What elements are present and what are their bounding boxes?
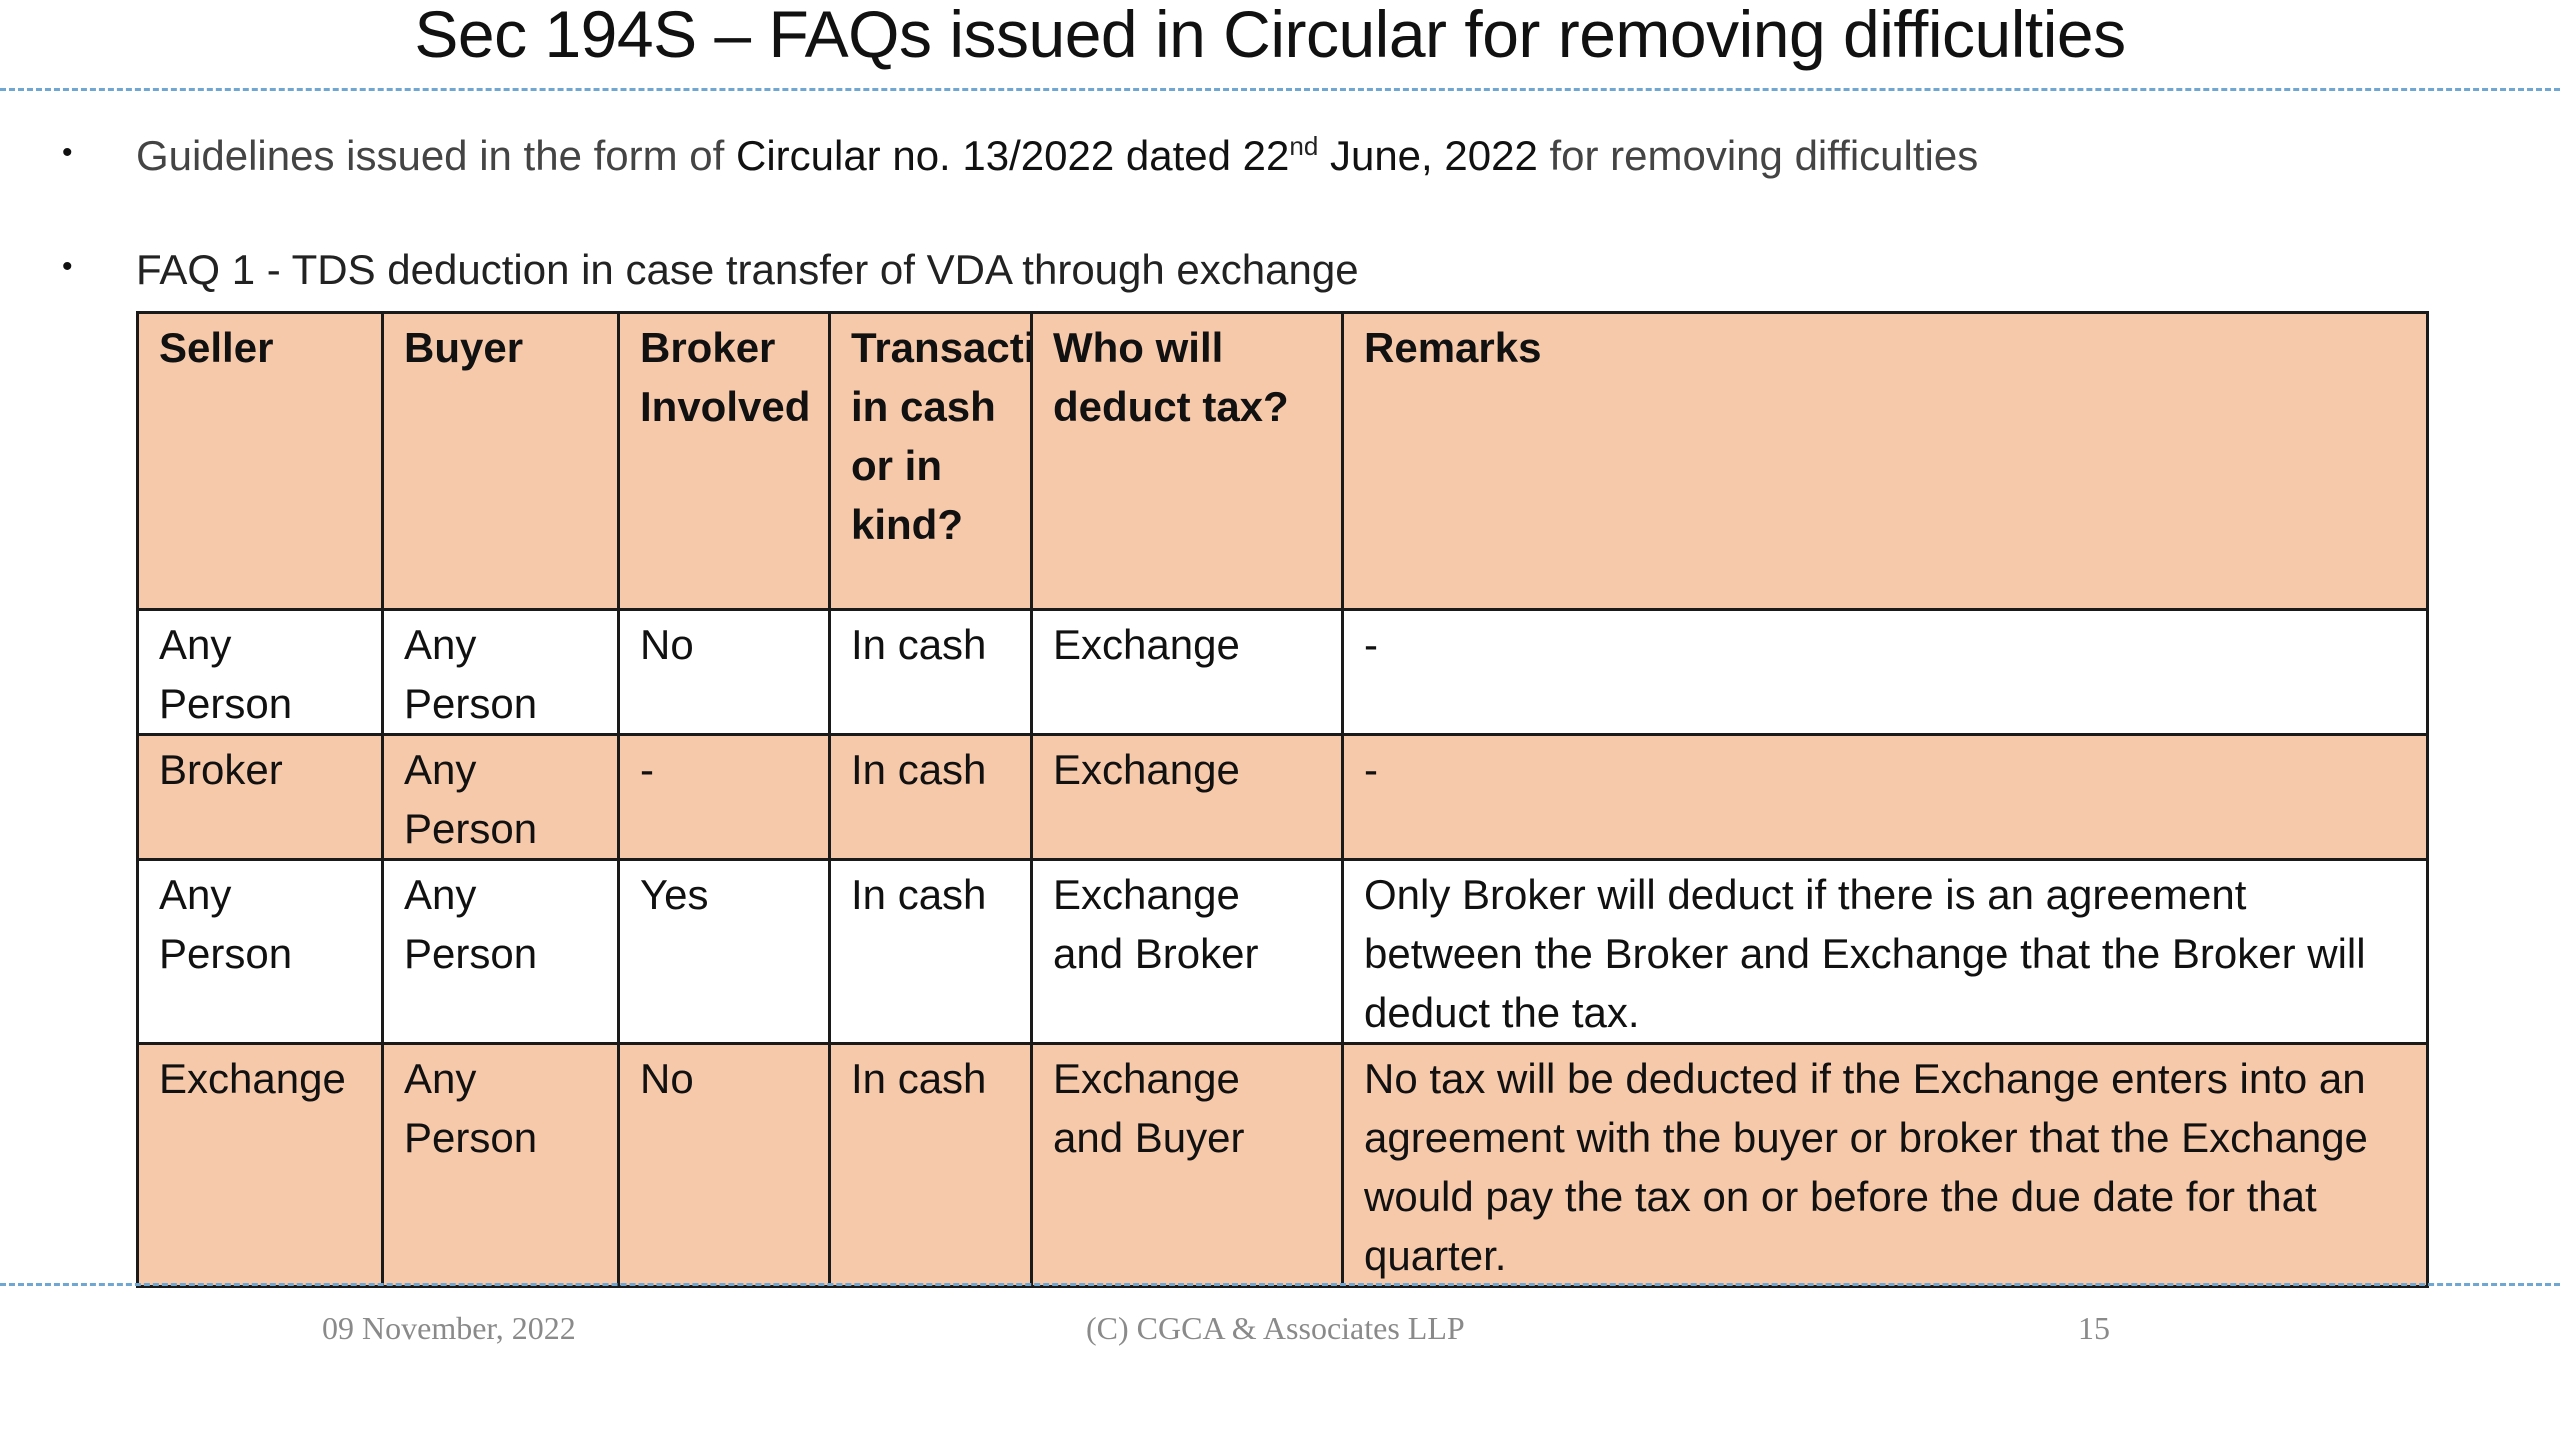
cell-who-deducts: Exchange (1030, 733, 1344, 861)
cell-who-deducts: Exchange and Broker (1030, 858, 1344, 1045)
cell-buyer: Any Person (381, 858, 620, 1045)
circular-date: June, 2022 (1318, 132, 1538, 179)
footer-date: 09 November, 2022 (322, 1310, 576, 1346)
cell-transaction-type: In cash (828, 608, 1033, 736)
guidelines-prefix: Guidelines issued in the form of (136, 132, 736, 179)
cell-remarks: - (1341, 733, 2429, 861)
table-row: Any Person Any Person Yes In cash Exchan… (136, 858, 2429, 1045)
footer-page-number: 15 (2078, 1310, 2110, 1346)
header-seller: Seller (136, 311, 384, 611)
cell-buyer: Any Person (381, 1042, 620, 1288)
table-row: Exchange Any Person No In cash Exchange … (136, 1042, 2429, 1288)
cell-remarks: No tax will be deducted if the Exchange … (1341, 1042, 2429, 1288)
faq-table: Seller Buyer Broker Involved Transaction… (136, 311, 2429, 1288)
circular-ref: Circular no. 13/2022 dated 22 (735, 132, 1290, 179)
date-ordinal: nd (1289, 131, 1319, 161)
table-row: Any Person Any Person No In cash Exchang… (136, 608, 2429, 736)
cell-buyer: Any Person (381, 733, 620, 861)
cell-transaction-type: In cash (828, 858, 1033, 1045)
cell-transaction-type: In cash (828, 1042, 1033, 1288)
cell-seller: Any Person (136, 608, 384, 736)
header-broker-involved: Broker Involved (617, 311, 831, 611)
bullet-glyph: • (62, 250, 73, 283)
guidelines-suffix: for removing difficulties (1537, 132, 1979, 179)
cell-transaction-type: In cash (828, 733, 1033, 861)
table-row: Broker Any Person - In cash Exchange - (136, 733, 2429, 861)
cell-broker-involved: - (617, 733, 831, 861)
cell-buyer: Any Person (381, 608, 620, 736)
cell-seller: Exchange (136, 1042, 384, 1288)
table-header-row: Seller Buyer Broker Involved Transaction… (136, 311, 2429, 611)
header-who-deducts: Who will deduct tax? (1030, 311, 1344, 611)
cell-who-deducts: Exchange and Buyer (1030, 1042, 1344, 1288)
cell-remarks: Only Broker will deduct if there is an a… (1341, 858, 2429, 1045)
header-transaction-type: Transaction in cash or in kind? (828, 311, 1033, 611)
cell-broker-involved: No (617, 1042, 831, 1288)
slide-title: Sec 194S – FAQs issued in Circular for r… (414, 0, 2126, 71)
bullet-faq1: FAQ 1 - TDS deduction in case transfer o… (136, 246, 1359, 293)
top-divider (0, 88, 2560, 91)
cell-broker-involved: No (617, 608, 831, 736)
header-buyer: Buyer (381, 311, 620, 611)
cell-remarks: - (1341, 608, 2429, 736)
bottom-divider (0, 1283, 2560, 1286)
bullet-glyph: • (62, 136, 73, 169)
footer-copyright: (C) CGCA & Associates LLP (1086, 1310, 1465, 1346)
cell-seller: Broker (136, 733, 384, 861)
header-remarks: Remarks (1341, 311, 2429, 611)
bullet-guidelines: Guidelines issued in the form of Circula… (136, 131, 1978, 181)
cell-seller: Any Person (136, 858, 384, 1045)
cell-who-deducts: Exchange (1030, 608, 1344, 736)
cell-broker-involved: Yes (617, 858, 831, 1045)
